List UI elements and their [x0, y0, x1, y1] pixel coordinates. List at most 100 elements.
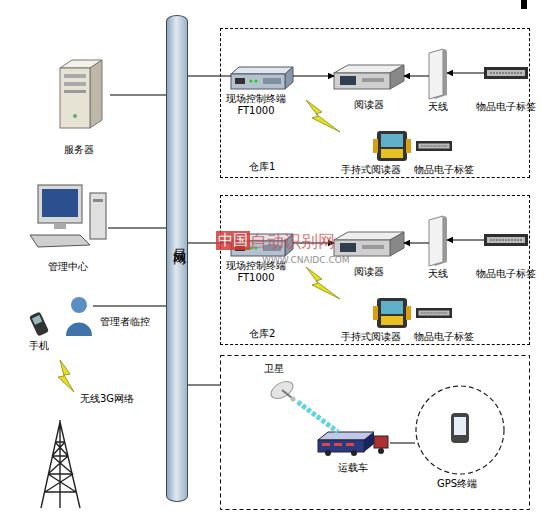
icon-part [390, 232, 404, 256]
node-label: 物品电子标签 [476, 268, 546, 280]
icon-drawing [484, 67, 528, 79]
corner-mark [521, 0, 527, 9]
icon-drawing [416, 308, 452, 318]
icon-part [93, 199, 103, 202]
icon-part [268, 378, 296, 402]
icon-part [64, 82, 86, 86]
icon-part [71, 297, 87, 313]
satellite-icon: 卫星 [268, 380, 298, 402]
wireless-bolt [58, 360, 74, 392]
truck-icon: 运载车 [318, 432, 390, 456]
icon-drawing [373, 296, 411, 330]
icon-part [381, 134, 403, 147]
icon-drawing [415, 385, 505, 475]
connector [93, 306, 166, 307]
node-label: 服务器 [38, 144, 120, 156]
antenna-icon: 天线 [429, 49, 447, 99]
wireless-bolt [306, 100, 340, 132]
node-label: GPS终端 [437, 478, 497, 490]
icon-part [42, 189, 78, 217]
terminal-icon: 现场控制终端 FT1000 [231, 67, 293, 89]
node-label: 运载车 [338, 462, 388, 474]
node-label: 管理中心 [28, 261, 108, 273]
icon-part [416, 141, 452, 151]
icon-part [416, 386, 504, 474]
icon-part [38, 185, 82, 223]
watermark-text: 中国 [216, 231, 250, 250]
connector [188, 76, 231, 77]
icon-part [340, 76, 356, 85]
connector [404, 76, 429, 77]
icon-drawing [334, 232, 404, 256]
icon-drawing [30, 312, 48, 336]
wireless-bolt [306, 267, 340, 299]
person-icon: 管理者临控 [65, 296, 93, 336]
lan-wire [188, 385, 220, 386]
icon-part [362, 245, 384, 249]
icon-part [418, 311, 449, 316]
icon-part [377, 298, 407, 328]
icon-part [29, 311, 49, 336]
icon-part [421, 146, 447, 147]
icon-drawing [484, 234, 528, 246]
group-label: 仓库1 [249, 161, 289, 173]
transport-frame [221, 356, 530, 510]
icon-part [250, 80, 253, 83]
satellite-link [298, 402, 338, 432]
node-label: 物品电子标签 [414, 331, 484, 343]
icon-part [282, 390, 292, 398]
icon-part [362, 78, 384, 82]
phone-icon: 手机 [30, 312, 48, 336]
icon-part [429, 49, 443, 99]
icon-part [381, 149, 403, 158]
icon-part [325, 450, 331, 456]
rfid-tag-icon: 物品电子标签 [484, 67, 528, 79]
tower-icon: 无线3G网络 [38, 420, 83, 508]
icon-part [54, 223, 66, 229]
icon-part [373, 139, 378, 153]
connector [404, 243, 429, 244]
reader-icon: 阅读器 [334, 232, 404, 256]
icon-drawing [429, 49, 447, 99]
icon-drawing [48, 58, 110, 130]
node-label: 物品电子标签 [414, 164, 484, 176]
icon-part [364, 432, 374, 452]
icon-part [322, 443, 330, 446]
icon-part [334, 443, 342, 446]
icon-part [318, 440, 364, 452]
icon-part [406, 306, 411, 320]
connector [390, 443, 415, 444]
computer-icon: 管理中心 [28, 185, 108, 250]
icon-part [381, 301, 403, 314]
icon-part [421, 313, 447, 314]
connector [108, 228, 166, 229]
icon-part [429, 216, 443, 266]
rfid-tag-icon: 物品电子标签 [484, 234, 528, 246]
handheld-reader-icon: 手持式阅读器 [373, 129, 411, 163]
icon-drawing [65, 296, 93, 336]
icon-part [373, 306, 378, 320]
icon-part [416, 308, 452, 318]
node-label: 天线 [418, 101, 458, 113]
icon-part [30, 235, 90, 247]
bus-label: 局域网 [167, 238, 189, 244]
icon-part [255, 80, 258, 83]
icon-part [451, 413, 469, 443]
icon-part [351, 450, 357, 456]
icon-part [64, 74, 86, 78]
icon-drawing [38, 420, 83, 508]
icon-part [374, 436, 388, 448]
icon-part [64, 90, 86, 93]
icon-part [285, 67, 293, 89]
icon-part [378, 448, 384, 454]
rfid-tag-icon: 物品电子标签 [416, 141, 452, 151]
icon-drawing [334, 65, 404, 89]
node-label: 阅读器 [334, 99, 404, 111]
icon-part [487, 70, 525, 76]
icon-drawing [268, 380, 298, 402]
node-label: 天线 [418, 268, 458, 280]
icon-part [377, 131, 407, 161]
warehouse-frame: 仓库1现场控制终端 FT1000阅读器天线物品电子标签手持式阅读器物品电子标签 [220, 28, 530, 178]
connector [110, 95, 166, 96]
